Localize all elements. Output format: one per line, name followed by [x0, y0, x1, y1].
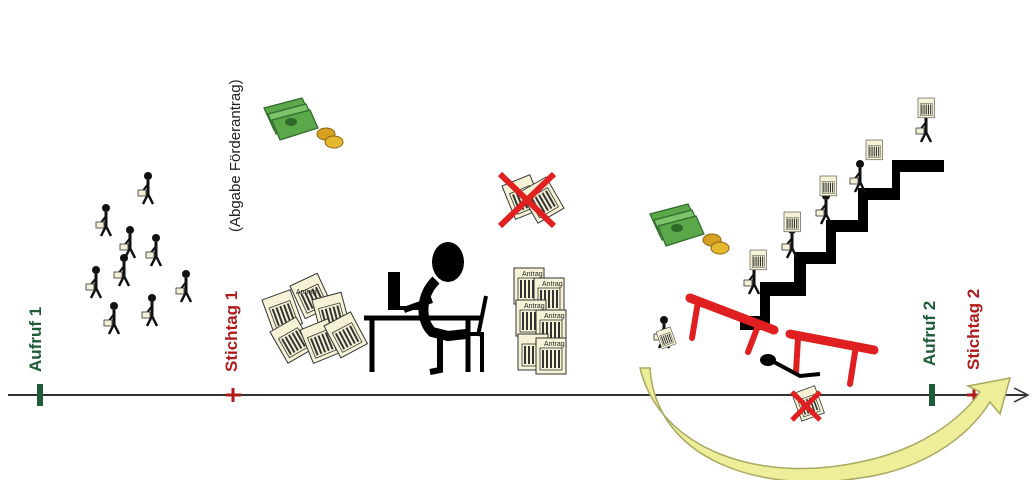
money-icon: [650, 204, 729, 254]
document-label: Antrag: [296, 289, 317, 296]
document-label: Antrag: [524, 303, 545, 310]
curved-arrow-icon: [640, 368, 1010, 480]
stichtag-2-label: Stichtag 2: [964, 289, 984, 370]
document-pile-icon: Antrag: [262, 273, 367, 363]
document-label: Antrag: [544, 341, 565, 348]
application-stack-icon: Antrag Antrag Antrag Antrag Antrag: [514, 268, 566, 374]
rejected-document-icon: [500, 174, 564, 226]
people-with-documents-icon: [86, 172, 191, 334]
aufruf-2-marker: [929, 384, 935, 406]
aufruf-1-marker: [37, 384, 43, 406]
aufruf-2-label: Aufruf 2: [920, 301, 940, 366]
document-label: Antrag: [542, 281, 563, 288]
rejected-document-icon: [760, 354, 824, 421]
money-icon: [264, 98, 343, 148]
staircase-with-people-icon: [740, 160, 944, 330]
person-at-computer-icon: [364, 242, 486, 372]
document-label: Antrag: [544, 313, 565, 320]
document-label: Antrag: [522, 271, 543, 278]
hurdle-icon: [690, 298, 874, 384]
stichtag-1-note: (Abgabe Förderantrag): [226, 79, 246, 232]
aufruf-1-label: Aufruf 1: [26, 307, 46, 372]
stichtag-1-label: Stichtag 1: [222, 291, 242, 372]
